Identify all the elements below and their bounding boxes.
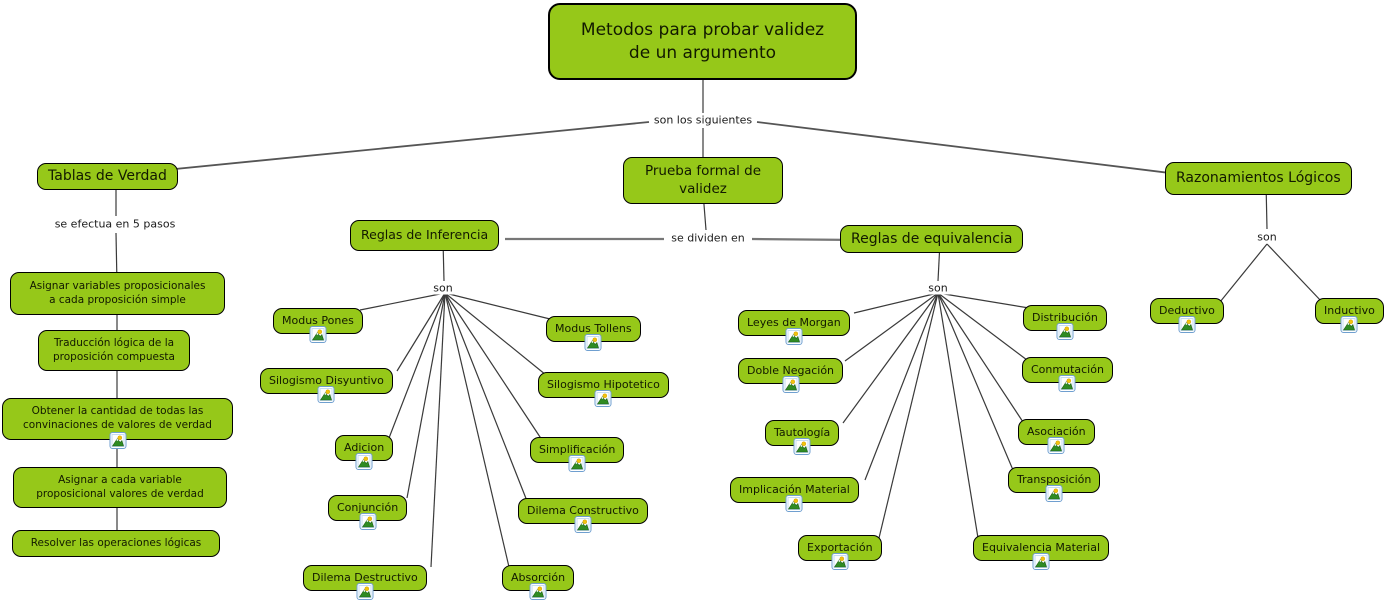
- image-resource-icon[interactable]: [1032, 553, 1050, 570]
- node-label: Prueba formal de validez: [644, 162, 762, 197]
- node-label: Traducción lógica de la proposición comp…: [53, 336, 175, 363]
- node-dilema-destructivo[interactable]: Dilema Destructivo: [303, 565, 427, 600]
- link-label-se-efectua-en-5-pasos[interactable]: se efectua en 5 pasos: [51, 217, 179, 231]
- node-leyes-de-morgan[interactable]: Leyes de Morgan: [738, 310, 850, 345]
- node-label: Dilema Destructivo: [312, 570, 418, 584]
- node-label: Doble Negación: [747, 363, 835, 377]
- node-label: Dilema Constructivo: [527, 503, 639, 517]
- node-tautologia[interactable]: Tautología: [765, 420, 840, 455]
- node-simplificacion[interactable]: Simplificación: [530, 437, 625, 472]
- image-resource-icon[interactable]: [1340, 316, 1358, 333]
- image-resource-icon[interactable]: [568, 455, 586, 472]
- node-label: Modus Pones: [282, 313, 354, 327]
- node-reglas-de-inferencia[interactable]: Reglas de Inferencia: [350, 220, 500, 251]
- image-resource-icon[interactable]: [356, 583, 374, 600]
- link-label-son-los-siguientes[interactable]: son los siguientes: [650, 113, 756, 127]
- node-absorcion[interactable]: Absorción: [502, 565, 575, 600]
- image-resource-icon[interactable]: [1058, 375, 1076, 392]
- node-exportacion[interactable]: Exportación: [798, 535, 882, 570]
- image-resource-icon[interactable]: [359, 513, 377, 530]
- node-asociacion[interactable]: Asociación: [1018, 419, 1095, 454]
- node-label: Transposición: [1017, 472, 1092, 486]
- image-resource-icon[interactable]: [355, 453, 373, 470]
- node-label: Razonamientos Lógicos: [1176, 170, 1341, 187]
- image-resource-icon[interactable]: [309, 326, 327, 343]
- node-label: Leyes de Morgan: [747, 315, 841, 329]
- link-label-son-equivalencia[interactable]: son: [925, 281, 951, 295]
- node-label: Absorción: [511, 570, 566, 584]
- node-label: Implicación Material: [739, 482, 850, 496]
- node-adicion[interactable]: Adicion: [335, 435, 394, 470]
- node-distribucion[interactable]: Distribución: [1023, 305, 1107, 340]
- link-label-son-razonamientos[interactable]: son: [1254, 230, 1280, 244]
- image-resource-icon[interactable]: [584, 334, 602, 351]
- image-resource-icon[interactable]: [1045, 485, 1063, 502]
- node-step-traduccion-logica[interactable]: Traducción lógica de la proposición comp…: [38, 330, 190, 371]
- node-label: Tablas de Verdad: [48, 168, 167, 185]
- node-reglas-de-equivalencia[interactable]: Reglas de equivalencia: [840, 225, 1024, 253]
- image-resource-icon[interactable]: [785, 495, 803, 512]
- node-step-asignar-valores[interactable]: Asignar a cada variable proposicional va…: [13, 467, 227, 508]
- node-deductivo[interactable]: Deductivo: [1150, 298, 1224, 333]
- image-resource-icon[interactable]: [109, 432, 126, 449]
- image-resource-icon[interactable]: [793, 438, 811, 455]
- node-label: Conjunción: [337, 500, 399, 514]
- node-implicacion-material[interactable]: Implicación Material: [730, 477, 859, 512]
- node-label: Modus Tollens: [555, 321, 632, 335]
- image-resource-icon[interactable]: [574, 516, 592, 533]
- node-silogismo-hipotetico[interactable]: Silogismo Hipotetico: [538, 372, 669, 407]
- node-prueba-formal-validez[interactable]: Prueba formal de validez: [623, 157, 783, 204]
- node-label: Deductivo: [1159, 303, 1215, 317]
- node-step-obtener-cantidad[interactable]: Obtener la cantidad de todas las convina…: [2, 398, 233, 449]
- node-silogismo-disyuntivo[interactable]: Silogismo Disyuntivo: [260, 368, 393, 403]
- image-resource-icon[interactable]: [785, 328, 803, 345]
- node-label: Adicion: [344, 440, 385, 454]
- node-dilema-constructivo[interactable]: Dilema Constructivo: [518, 498, 648, 533]
- node-label: Reglas de Inferencia: [361, 227, 489, 243]
- image-resource-icon[interactable]: [1047, 437, 1065, 454]
- node-step-resolver-operaciones[interactable]: Resolver las operaciones lógicas: [12, 530, 220, 557]
- node-label: Silogismo Hipotetico: [547, 377, 660, 391]
- image-resource-icon[interactable]: [1178, 316, 1196, 333]
- node-razonamientos-logicos[interactable]: Razonamientos Lógicos: [1165, 162, 1352, 195]
- link-label-se-dividen-en[interactable]: se dividen en: [668, 231, 748, 245]
- node-tablas-de-verdad[interactable]: Tablas de Verdad: [37, 163, 178, 190]
- node-label: Distribución: [1032, 310, 1098, 324]
- node-modus-tollens[interactable]: Modus Tollens: [546, 316, 641, 351]
- node-label: Inductivo: [1324, 303, 1375, 317]
- node-label: Equivalencia Material: [982, 540, 1101, 554]
- node-label: Metodos para probar validez de un argume…: [580, 20, 825, 63]
- node-label: Asociación: [1027, 424, 1086, 438]
- node-label: Conmutación: [1031, 362, 1104, 376]
- node-label: Asignar a cada variable proposicional va…: [36, 473, 204, 500]
- image-resource-icon[interactable]: [317, 386, 335, 403]
- node-label: Resolver las operaciones lógicas: [30, 536, 202, 549]
- node-label: Asignar variables proposicionales a cada…: [29, 279, 206, 306]
- image-resource-icon[interactable]: [594, 390, 612, 407]
- node-label: Reglas de equivalencia: [851, 230, 1013, 247]
- link-label-son-inferencia[interactable]: son: [430, 281, 456, 295]
- node-conjuncion[interactable]: Conjunción: [328, 495, 408, 530]
- image-resource-icon[interactable]: [529, 583, 547, 600]
- node-label: Exportación: [807, 540, 873, 554]
- node-equivalencia-material[interactable]: Equivalencia Material: [973, 535, 1110, 570]
- image-resource-icon[interactable]: [831, 553, 849, 570]
- image-resource-icon[interactable]: [782, 376, 800, 393]
- node-step-asignar-variables[interactable]: Asignar variables proposicionales a cada…: [10, 272, 225, 315]
- image-resource-icon[interactable]: [1056, 323, 1074, 340]
- node-label: Silogismo Disyuntivo: [269, 373, 384, 387]
- node-transposicion[interactable]: Transposición: [1008, 467, 1101, 502]
- node-inductivo[interactable]: Inductivo: [1315, 298, 1384, 333]
- node-label: Tautología: [774, 425, 831, 439]
- node-doble-negacion[interactable]: Doble Negación: [738, 358, 844, 393]
- node-modus-pones[interactable]: Modus Pones: [273, 308, 363, 343]
- node-root-metodos[interactable]: Metodos para probar validez de un argume…: [548, 3, 857, 80]
- node-conmutacion[interactable]: Conmutación: [1022, 357, 1113, 392]
- node-label: Simplificación: [539, 442, 616, 456]
- node-label: Obtener la cantidad de todas las convina…: [23, 405, 212, 431]
